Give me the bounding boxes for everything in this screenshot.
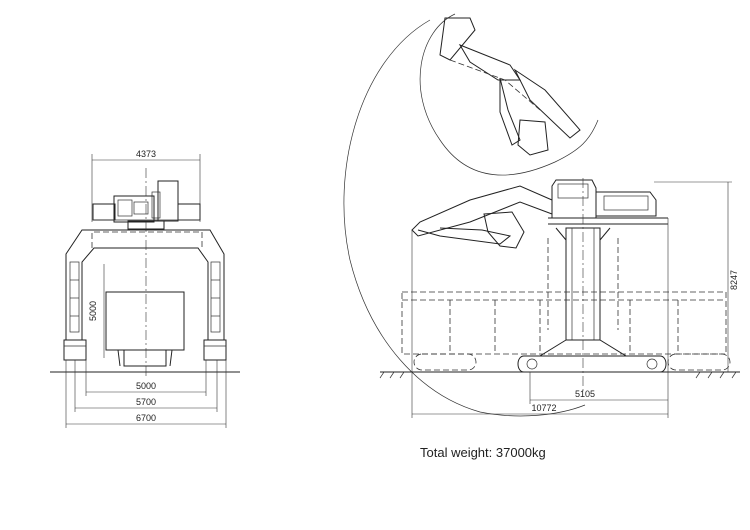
raised-bucket <box>517 119 549 156</box>
working-bucket <box>483 211 525 249</box>
container-frame <box>401 291 727 355</box>
right-wheel-block <box>203 339 227 361</box>
total-weight-caption: Total weight: 37000kg <box>420 445 546 460</box>
working-boom <box>411 185 553 237</box>
front-view: 4373 <box>50 149 240 428</box>
crawler-track <box>517 355 667 373</box>
gripper <box>123 349 167 367</box>
dim-label-track-width: 5700 <box>136 397 156 407</box>
dim-label-cab-width: 4373 <box>136 149 156 159</box>
cab-outline <box>157 180 179 222</box>
side-cab <box>551 179 597 219</box>
dim-label-length: 10772 <box>531 403 556 413</box>
raised-arm <box>439 17 476 61</box>
dim-label-side-height: 8247 <box>729 270 739 290</box>
dim-label-base: 5105 <box>575 389 595 399</box>
dim-label-front-height: 5000 <box>88 301 98 321</box>
dim-label-inner-width: 5000 <box>136 381 156 391</box>
left-wheel-block <box>63 339 87 361</box>
portal-frame-outer <box>65 229 225 340</box>
reach-envelope <box>343 19 586 417</box>
portal-frame-inner <box>81 247 209 340</box>
engine-block <box>113 195 155 223</box>
container-load <box>105 291 185 351</box>
engine-housing <box>595 191 657 217</box>
side-view: 8247 5105 10772 <box>343 13 740 418</box>
dim-label-overall-width: 6700 <box>136 413 156 423</box>
